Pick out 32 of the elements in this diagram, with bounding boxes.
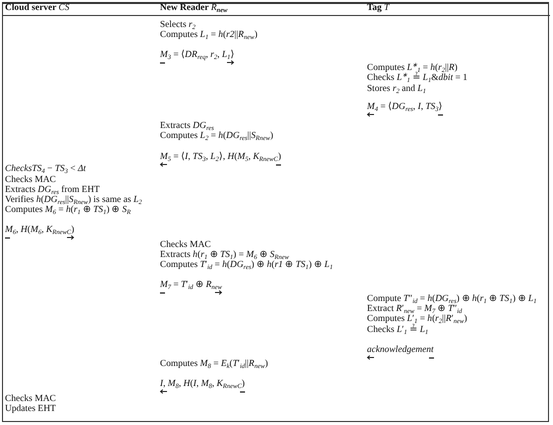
protocol-step: Computes M$_{8}$ = E$_{k}$(T′$_{id}$||R$_{new}$) xyxy=(160,359,268,369)
message-text: I, M$_{8}$, H(I, M$_{8}$, K$_{RnewC}$) xyxy=(160,379,245,389)
protocol-step: Computes M$_{6}$ = h(r$_{1}$ ⊕ TS$_{1}$) ⊕ S$_{R}$ xyxy=(5,205,131,215)
protocol-step: Updates EHT xyxy=(5,404,56,414)
protocol-step: Computes L$_{2}$ = h(DG$_{res}$||S$_{Rnew}$) xyxy=(160,131,274,141)
protocol-step: Stores r$_{2}$ and L$_{1}$ xyxy=(367,84,426,94)
protocol-step: Computes T′$_{id}$ = h(DG$_{res}$) ⊕ h(r1 ⊕ TS$_{1}$) ⊕ L$_{1}$ xyxy=(160,260,333,270)
message-text: M$_{3}$ = ⟨DR$_{req}$, r$_{2}$, L$_{1}$⟩ xyxy=(160,50,234,60)
protocol-step: Extract R′$_{new}$ = M$_{7}$ ⊕ T″$_{id}$ xyxy=(367,304,462,314)
column-header: Tag T xyxy=(367,3,390,13)
message-text: M$_{5}$ = ⟨I, TS$_{3}$, L$_{2}$⟩, H(M$_{5}$, K$_{RnewC}$) xyxy=(160,152,282,162)
protocol-step: Compute T″$_{id}$ = h(DG$_{res}$) ⊕ h(r$_{1}$ ⊕ TS$_{1}$) ⊕ L$_{1}$ xyxy=(367,294,537,304)
protocol-step: Checks L$^{∗}$$_{1}$ ≟ L$_{1}$&dbit = 1 xyxy=(367,73,468,83)
protocol-step: Selects r$_{2}$ xyxy=(160,20,196,30)
protocol-step: Checks L′$_{1}$ ≟ L$_{1}$ xyxy=(367,325,428,335)
protocol-step: Extracts DG$_{res}$ xyxy=(160,121,214,131)
protocol-step: Checks MAC xyxy=(5,175,56,185)
protocol-step: ChecksTS$_{4}$ − TS$_{3}$ < Δt xyxy=(5,164,86,174)
message-text: M$_{6}$, H(M$_{6}$, K$_{RnewC}$) xyxy=(5,225,74,235)
protocol-step: Extracts DG$_{res}$ from EHT xyxy=(5,185,100,195)
protocol-step: Checks MAC xyxy=(160,240,211,250)
protocol-step: Extracts h(r$_{1}$ ⊕ TS$_{1}$) = M$_{6}$ ⊕ S$_{Rnew}$ xyxy=(160,250,289,260)
protocol-step: Computes L′$_{1}$ = h(r$_{2}$||R′$_{new}$) xyxy=(367,314,468,324)
message-text: M$_{4}$ = ⟨DG$_{res}$, I, TS$_{3}$⟩ xyxy=(367,102,443,112)
column-header: New Reader R$_{new}$ xyxy=(160,3,228,13)
protocol-step: Computes L$_{1}$ = h(r2||R$_{new}$) xyxy=(160,30,258,40)
message-text: acknowledgement xyxy=(367,345,434,355)
column-header: Cloud server CS xyxy=(5,3,70,13)
protocol-step: Verifies h(DG$_{res}$||S$_{Rnew}$) is same as L$_{2}$ xyxy=(5,195,142,205)
protocol-step: Computes L$^{∗}$$_{1}$ = h(r$_{2}$||R) xyxy=(367,63,458,73)
protocol-step: Checks MAC xyxy=(5,394,56,404)
message-text: M$_{7}$ = T′$_{id}$ ⊕ R$_{new}$ xyxy=(160,280,222,290)
